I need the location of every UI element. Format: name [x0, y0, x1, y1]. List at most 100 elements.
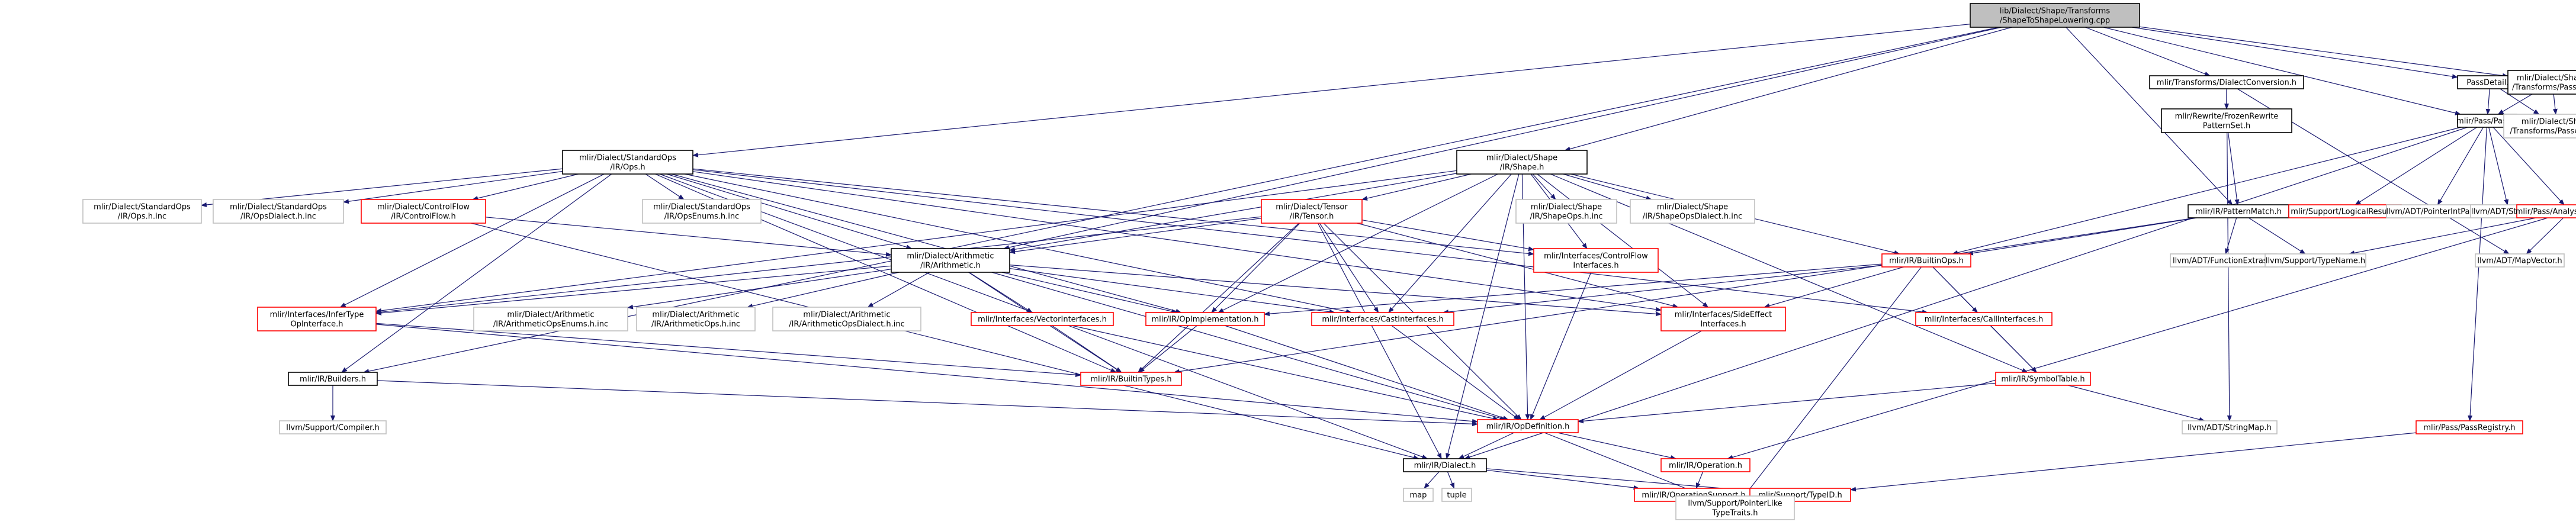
- graph-edge: [1446, 173, 1520, 459]
- node-mapvector: llvm/ADT/MapVector.h: [2475, 253, 2565, 268]
- node-builtintypes[interactable]: mlir/IR/BuiltinTypes.h: [1080, 372, 1182, 386]
- edge-builtinops-to-opimpl: [1264, 263, 1883, 317]
- graph-edge: [627, 269, 892, 310]
- node-vectorif[interactable]: mlir/Interfaces/VectorInterfaces.h: [971, 312, 1114, 326]
- node-passdetail[interactable]: PassDetail.h: [2457, 75, 2523, 89]
- node-label: llvm/ADT/PointerIntPair.h: [2386, 208, 2481, 217]
- edge-passanalysis-to-typename: [2349, 217, 2537, 256]
- node-tensor[interactable]: mlir/Dialect/Tensor/IR/Tensor.h: [1261, 199, 1363, 224]
- edge-shape-to-symboltable: [1550, 173, 2028, 373]
- edge-shape-to-infertype: [375, 170, 1457, 313]
- edge-tensor-to-arith: [1009, 218, 1262, 255]
- node-box: [971, 312, 1114, 326]
- node-label: mlir/Dialect/Arithmetic: [803, 311, 890, 320]
- node-label: TypeTraits.h: [1711, 509, 1758, 518]
- node-label: mlir/Transforms/DialectConversion.h: [2157, 79, 2296, 88]
- graph-edge: [692, 168, 1534, 256]
- node-dialectconv[interactable]: mlir/Transforms/DialectConversion.h: [2149, 75, 2304, 89]
- node-operation[interactable]: mlir/IR/Operation.h: [1660, 458, 1750, 472]
- edge-opdef-to-operation: [1557, 432, 1676, 460]
- graph-edge: [375, 216, 1262, 315]
- node-label: /IR/ShapeOps.h.inc: [1530, 212, 1602, 221]
- graph-edge: [1361, 220, 1534, 252]
- edge-castif-to-opdef: [1391, 325, 1520, 420]
- node-stdops[interactable]: mlir/Dialect/StandardOps/IR/Ops.h: [562, 150, 693, 175]
- node-label: mlir/Dialect/StandardOps: [579, 154, 676, 163]
- node-builders[interactable]: mlir/IR/Builders.h: [288, 372, 378, 386]
- edge-root-to-arith: [1003, 27, 2002, 250]
- node-callif[interactable]: mlir/Interfaces/CallInterfaces.h: [1915, 312, 2053, 326]
- node-passh[interactable]: mlir/Pass/Pass.h: [2456, 114, 2518, 128]
- graph-edge: [1391, 325, 1520, 420]
- node-label: mlir/Interfaces/ControlFlow: [1544, 252, 1648, 261]
- edge-operation-to-opsupport: [1695, 471, 1704, 489]
- node-passregistry[interactable]: mlir/Pass/PassRegistry.h: [2416, 420, 2523, 434]
- node-root[interactable]: lib/Dialect/Shape/Transforms/ShapeToShap…: [1970, 3, 2140, 28]
- node-opimpl[interactable]: mlir/IR/OpImplementation.h: [1145, 312, 1265, 326]
- edge-builders-to-opdef: [377, 380, 1478, 427]
- node-label: mlir/Dialect/StandardOps: [230, 203, 327, 212]
- node-label: mlir/IR/Builders.h: [300, 375, 366, 384]
- edge-vectorif-to-builtintypes: [1051, 325, 1122, 373]
- graph-edge: [1532, 173, 1556, 200]
- graph-edge: [2068, 385, 2205, 422]
- node-label: llvm/ADT/FunctionExtras.h: [2173, 257, 2275, 266]
- edge-root-to-passdetail: [2132, 27, 2458, 79]
- graph-edge: [692, 24, 1971, 157]
- graph-edge: [2497, 94, 2533, 115]
- node-box: [288, 372, 378, 386]
- graph-edge: [666, 173, 913, 250]
- node-label: mlir/Dialect/Shape: [1486, 154, 1557, 163]
- node-logicalresult[interactable]: mlir/Support/LogicalResult.h: [2288, 204, 2402, 218]
- node-label: mlir/Dialect/Shape: [2522, 118, 2576, 127]
- graph-edge: [1224, 325, 1509, 420]
- node-box: [361, 199, 486, 224]
- edge-tensor-to-castif: [1319, 223, 1379, 313]
- node-box: [1630, 199, 1755, 224]
- edge-tensor-to-builtintypes: [1138, 223, 1299, 373]
- node-label: llvm/ADT/StringMap.h: [2188, 424, 2272, 433]
- edge-cfinterfaces-to-opdef: [1530, 272, 1592, 420]
- node-box: [257, 307, 377, 331]
- graph-edge: [645, 173, 685, 200]
- edge-root-to-passh: [2103, 27, 2461, 115]
- node-tuple: tuple: [1441, 488, 1472, 502]
- edge-arith-to-vectorif: [968, 272, 1033, 313]
- node-arith[interactable]: mlir/Dialect/Arithmetic/IR/Arithmetic.h: [891, 248, 1010, 273]
- node-controlflow[interactable]: mlir/Dialect/ControlFlow/IR/ControlFlow.…: [361, 199, 486, 224]
- graph-edge: [1009, 218, 1262, 255]
- edge-shape-to-opimpl: [1218, 173, 1498, 313]
- node-dialect[interactable]: mlir/IR/Dialect.h: [1403, 458, 1487, 472]
- node-shapepasses[interactable]: mlir/Dialect/Shape/Transforms/Passes.h: [2507, 70, 2576, 95]
- edge-dialect-to-map: [1424, 471, 1440, 489]
- edge-arith-to-infertype: [375, 265, 892, 315]
- node-opdef[interactable]: mlir/IR/OpDefinition.h: [1477, 419, 1579, 433]
- node-label: mlir/Dialect/Shape: [1657, 203, 1728, 212]
- node-box: [473, 307, 628, 331]
- edge-passanalysis-to-mapvector: [2526, 217, 2564, 255]
- node-box: [772, 307, 921, 331]
- graph-edge: [339, 173, 605, 308]
- node-patternmatch[interactable]: mlir/IR/PatternMatch.h: [2188, 204, 2289, 218]
- node-funcextras: llvm/ADT/FunctionExtras.h: [2170, 253, 2278, 268]
- node-passanalysis[interactable]: mlir/Pass/AnalysisManager.h: [2516, 204, 2576, 218]
- node-box: [2507, 70, 2576, 95]
- node-box: [2503, 114, 2576, 139]
- graph-edge: [1967, 217, 2198, 256]
- node-label: mlir/Dialect/Tensor: [1276, 203, 1348, 212]
- node-label: mlir/IR/Operation.h: [1669, 462, 1742, 471]
- graph-edge: [991, 272, 1506, 421]
- node-builtinops[interactable]: mlir/IR/BuiltinOps.h: [1881, 253, 1971, 268]
- edge-infertype-to-builtintypes: [375, 323, 1081, 378]
- node-shape[interactable]: mlir/Dialect/Shape/IR/Shape.h: [1456, 150, 1588, 175]
- node-label: llvm/Support/PointerLike: [1688, 500, 1782, 508]
- edge-stdops-to-builders: [341, 173, 612, 373]
- node-symboltable[interactable]: mlir/IR/SymbolTable.h: [1995, 372, 2091, 386]
- node-castif[interactable]: mlir/Interfaces/CastInterfaces.h: [1311, 312, 1454, 326]
- graph-nodes: lib/Dialect/Shape/Transforms/ShapeToShap…: [82, 3, 2576, 520]
- edge-dialect-to-tuple: [1447, 471, 1455, 489]
